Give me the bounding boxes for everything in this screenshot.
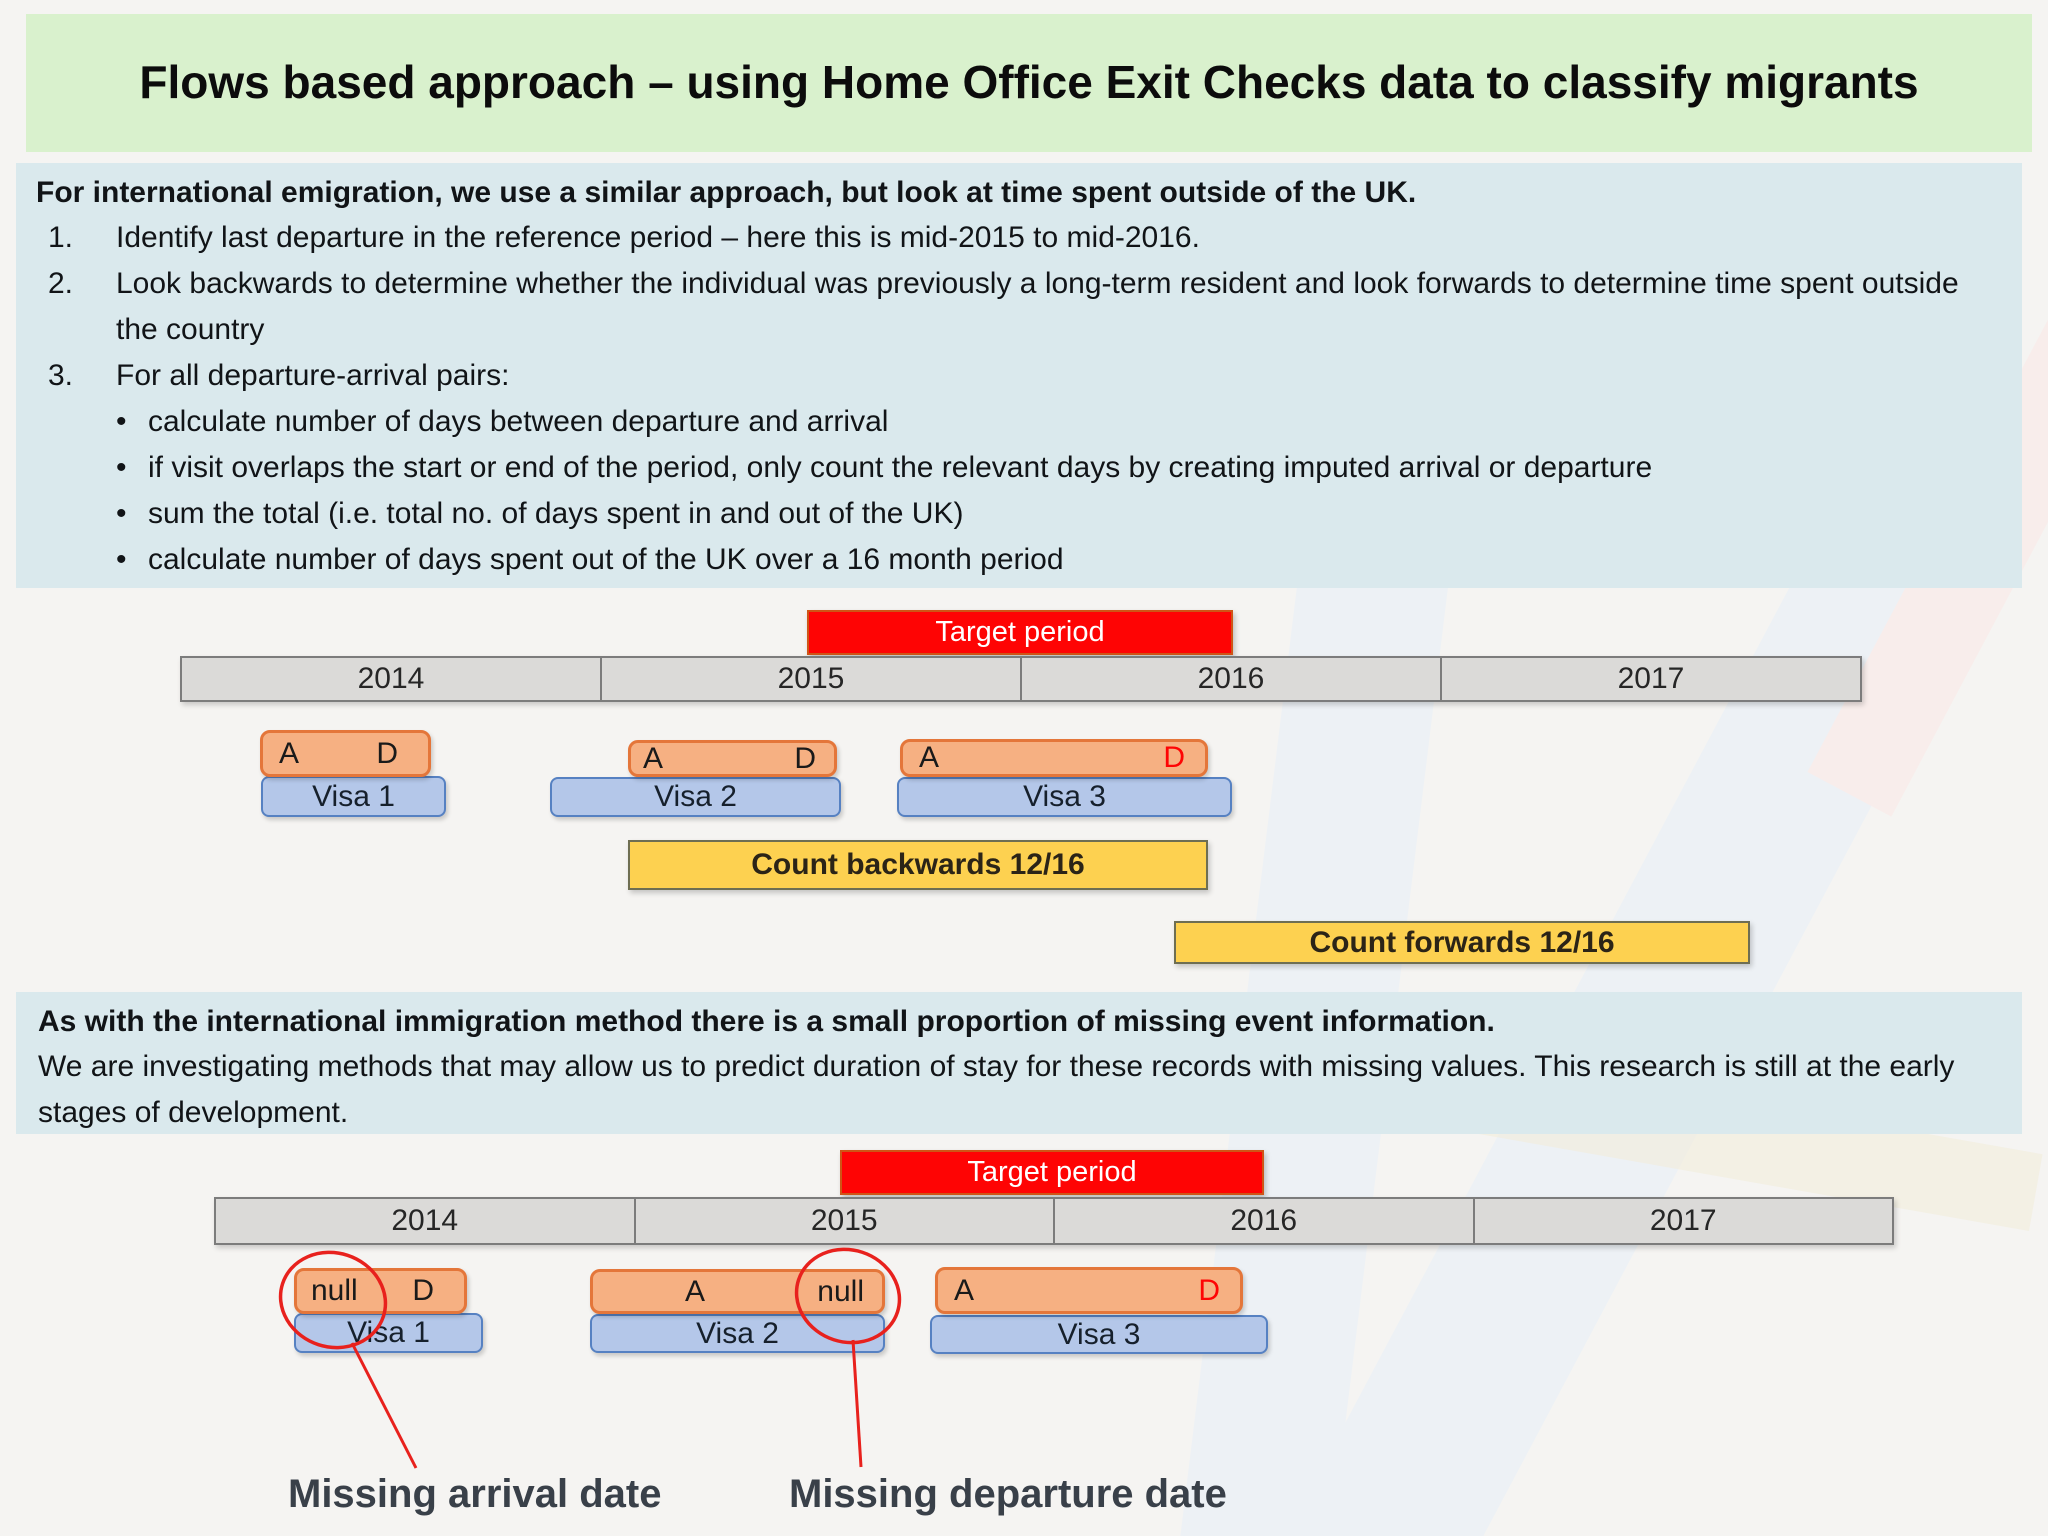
year-cell-2016: 2016	[1020, 658, 1440, 700]
missing-departure-label: Missing departure date	[789, 1472, 1227, 1516]
numbered-item: 1. Identify last departure in the refere…	[26, 215, 1992, 261]
item-number: 2.	[48, 267, 74, 300]
emigration-method-section: For international emigration, we use a s…	[16, 163, 2022, 588]
year-cell-2014: 2014	[391, 1204, 459, 1237]
bullet-item: • sum the total (i.e. total no. of days …	[26, 491, 1992, 537]
bullet-item: • if visit overlaps the start or end of …	[26, 445, 1992, 491]
visa3-name-box: Visa 3	[930, 1315, 1268, 1354]
visa-name: Visa 3	[1023, 780, 1106, 813]
section2-body: We are investigating methods that may al…	[38, 1050, 1955, 1129]
visa-arrival-label: A	[919, 741, 940, 774]
visa1-stay-box: A D	[260, 730, 431, 777]
section1-intro: For international emigration, we use a s…	[36, 176, 1417, 209]
visa-name: Visa 2	[696, 1316, 779, 1350]
bullet-item: • calculate number of days between depar…	[26, 399, 1992, 445]
bullet-icon: •	[116, 451, 127, 484]
visa-departure-label: D	[1163, 741, 1185, 774]
title-bar: Flows based approach – using Home Office…	[26, 14, 2032, 152]
bullet-text: calculate number of days between departu…	[148, 405, 889, 438]
count-backwards-label: Count backwards 12/16	[751, 848, 1085, 881]
year-cell-2014: 2014	[357, 662, 425, 695]
missing-arrival-label: Missing arrival date	[288, 1472, 662, 1516]
visa-name: Visa 1	[312, 779, 395, 813]
visa3-stay-box: A D	[900, 739, 1208, 777]
timeline1-year-bar: 2014 2015 2016 2017	[180, 656, 1862, 702]
section2-intro: As with the international immigration me…	[38, 1005, 1495, 1038]
bullet-text: if visit overlaps the start or end of th…	[148, 451, 1653, 484]
visa3-name-box: Visa 3	[897, 777, 1232, 817]
annotation-arrow	[350, 1342, 418, 1469]
count-forwards-box: Count forwards 12/16	[1174, 921, 1750, 964]
annotation-arrow	[851, 1339, 863, 1468]
visa-departure-label: D	[794, 741, 816, 775]
visa-name: Visa 1	[347, 1316, 430, 1349]
slide-title: Flows based approach – using Home Office…	[139, 56, 1919, 109]
year-cell-2017: 2017	[1472, 1199, 1893, 1243]
visa-name: Visa 2	[654, 780, 737, 813]
visa1-name-box: Visa 1	[294, 1313, 483, 1353]
visa-arrival-label: A	[643, 741, 664, 775]
timeline2-year-bar: 2014 2015 2016 2017	[214, 1197, 1894, 1245]
visa-departure-label: D	[376, 736, 398, 770]
bullet-icon: •	[116, 405, 127, 438]
numbered-item: 2. Look backwards to determine whether t…	[26, 261, 1992, 353]
visa-arrival-null-label: null	[311, 1274, 358, 1307]
visa-departure-label: D	[412, 1274, 434, 1307]
numbered-item: 3. For all departure-arrival pairs:	[26, 353, 1992, 399]
visa3-stay-box: A D	[935, 1267, 1243, 1314]
visa-arrival-label: A	[954, 1273, 975, 1307]
count-backwards-box: Count backwards 12/16	[628, 840, 1208, 890]
bullet-icon: •	[116, 543, 127, 576]
year-cell-2015: 2015	[633, 1199, 1054, 1243]
bullet-text: calculate number of days spent out of th…	[148, 543, 1064, 576]
visa-arrival-label: A	[685, 1274, 706, 1308]
visa1-stay-box-null-arrival: null D	[294, 1268, 467, 1314]
visa-name: Visa 3	[1057, 1317, 1141, 1351]
visa1-name-box: Visa 1	[261, 776, 446, 817]
item-text: For all departure-arrival pairs:	[116, 359, 510, 392]
visa2-name-box: Visa 2	[550, 777, 841, 817]
target-period-label: Target period	[967, 1156, 1137, 1188]
item-text: Look backwards to determine whether the …	[116, 267, 1959, 346]
bullet-text: sum the total (i.e. total no. of days sp…	[148, 497, 964, 530]
timeline2-target-period-badge: Target period	[840, 1150, 1264, 1195]
item-text: Identify last departure in the reference…	[116, 221, 1200, 254]
visa-departure-null-label: null	[817, 1274, 864, 1308]
missing-data-section: As with the international immigration me…	[16, 992, 2022, 1134]
year-cell-2015: 2015	[600, 658, 1020, 700]
year-cell-2017: 2017	[1440, 658, 1860, 700]
bullet-icon: •	[116, 497, 127, 530]
target-period-label: Target period	[935, 616, 1105, 648]
bullet-item: • calculate number of days spent out of …	[26, 537, 1992, 583]
visa2-stay-box-null-departure: A null	[590, 1269, 885, 1314]
visa-arrival-label: A	[279, 736, 300, 770]
item-number: 3.	[48, 359, 74, 392]
count-forwards-label: Count forwards 12/16	[1309, 925, 1615, 959]
year-cell-2016: 2016	[1053, 1199, 1473, 1243]
visa-departure-label: D	[1198, 1273, 1220, 1307]
item-number: 1.	[48, 221, 74, 254]
timeline1-target-period-badge: Target period	[807, 610, 1233, 655]
visa2-name-box: Visa 2	[590, 1314, 885, 1353]
visa2-stay-box: A D	[628, 740, 837, 777]
